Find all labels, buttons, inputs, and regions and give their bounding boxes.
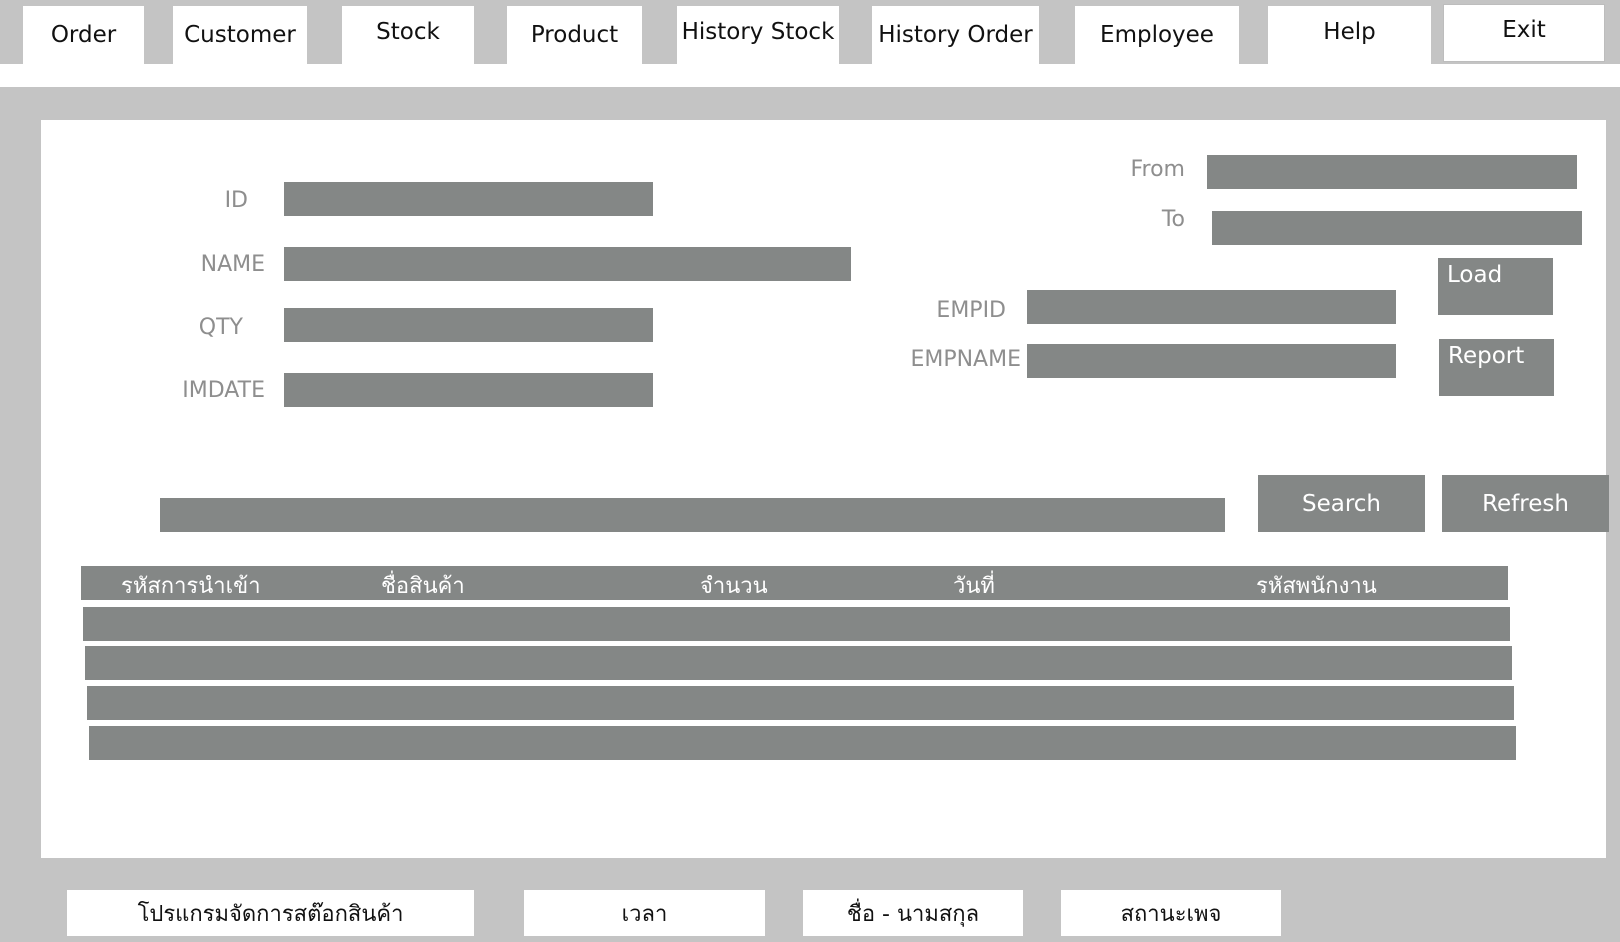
column-header-product-name: ชื่อสินค้า [381, 574, 465, 599]
search-button-label: Search [1301, 490, 1382, 517]
refresh-button[interactable]: Refresh [1442, 475, 1609, 532]
status-user-fullname-text: ชื่อ - นามสกุล [846, 901, 980, 927]
id-input[interactable] [284, 182, 653, 216]
status-position: สถานะเพจ [1061, 890, 1281, 936]
status-program-name: โปรแกรมจัดการสต๊อกสินค้า [67, 890, 474, 936]
tab-history-stock[interactable]: History Stock [677, 6, 839, 64]
table-row[interactable] [85, 646, 1512, 680]
tab-stock-label: Stock [376, 19, 440, 45]
tab-employee-label: Employee [1100, 22, 1214, 48]
from-input[interactable] [1207, 155, 1577, 189]
to-input[interactable] [1212, 211, 1582, 245]
tab-customer[interactable]: Customer [173, 6, 307, 64]
to-label: To [1161, 207, 1185, 232]
tab-product[interactable]: Product [507, 6, 642, 64]
tab-exit-label: Exit [1502, 17, 1546, 43]
tab-order-label: Order [50, 22, 117, 48]
refresh-button-label: Refresh [1482, 490, 1569, 517]
report-button[interactable]: Report [1439, 339, 1554, 396]
imdate-label: IMDATE [182, 378, 265, 403]
tab-exit[interactable]: Exit [1443, 4, 1605, 62]
qty-input[interactable] [284, 308, 653, 342]
report-button-label: Report [1448, 343, 1525, 369]
imdate-input[interactable] [284, 373, 653, 407]
tab-history-order[interactable]: History Order [872, 6, 1039, 64]
search-button[interactable]: Search [1258, 475, 1425, 532]
column-header-import-id: รหัสการนำเข้า [121, 574, 261, 599]
load-button-label: Load [1447, 262, 1503, 288]
tab-customer-label: Customer [184, 22, 296, 48]
status-program-name-text: โปรแกรมจัดการสต๊อกสินค้า [137, 901, 404, 927]
column-header-date: วันที่ [953, 574, 995, 599]
tab-employee[interactable]: Employee [1075, 6, 1239, 64]
table-row[interactable] [83, 607, 1510, 641]
name-label: NAME [200, 252, 265, 277]
search-input[interactable] [160, 498, 1225, 532]
status-position-text: สถานะเพจ [1120, 901, 1222, 927]
id-label: ID [224, 188, 248, 213]
empname-label: EMPNAME [910, 347, 1021, 372]
status-time: เวลา [524, 890, 765, 936]
menu-bar-divider [0, 64, 1620, 87]
tab-help-label: Help [1323, 19, 1376, 45]
tab-history-stock-label: History Stock [681, 19, 835, 45]
from-label: From [1130, 157, 1185, 182]
tab-product-label: Product [530, 22, 619, 48]
tab-history-order-label: History Order [878, 22, 1033, 48]
name-input[interactable] [284, 247, 851, 281]
table-row[interactable] [87, 686, 1514, 720]
qty-label: QTY [198, 315, 243, 340]
status-time-text: เวลา [621, 901, 668, 927]
tab-order[interactable]: Order [23, 6, 144, 64]
empid-input[interactable] [1027, 290, 1396, 324]
empid-label: EMPID [936, 298, 1006, 323]
tab-help[interactable]: Help [1268, 6, 1431, 64]
empname-input[interactable] [1027, 344, 1396, 378]
column-header-quantity: จำนวน [700, 574, 768, 599]
load-button[interactable]: Load [1438, 258, 1553, 315]
status-user-fullname: ชื่อ - นามสกุล [803, 890, 1023, 936]
tab-stock[interactable]: Stock [342, 6, 474, 64]
table-row[interactable] [89, 726, 1516, 760]
table-header: รหัสการนำเข้า ชื่อสินค้า จำนวน วันที่ รห… [81, 566, 1508, 600]
column-header-employee-id: รหัสพนักงาน [1256, 574, 1377, 599]
